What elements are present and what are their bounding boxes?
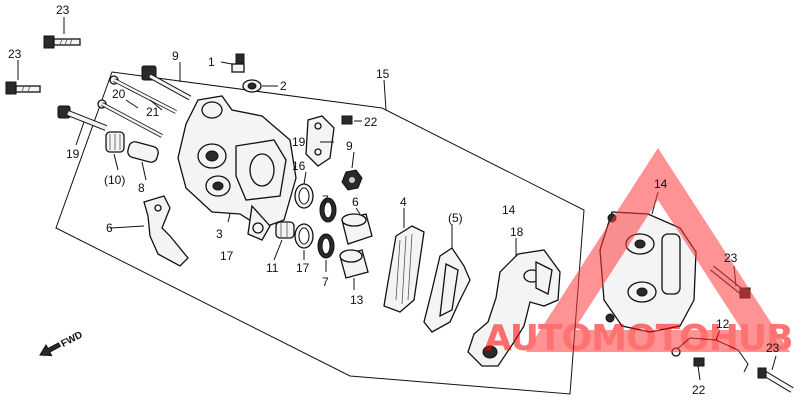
bolt-21: [57, 105, 108, 131]
callout-5: 3: [216, 227, 223, 241]
callout-15: 15: [376, 67, 390, 81]
callout-11: 8: [138, 181, 145, 195]
bolt-23-top: [43, 35, 81, 49]
callout-19: 20: [112, 87, 126, 101]
seal-17-lower: [294, 223, 314, 249]
callout-21: 19: [66, 147, 80, 161]
pad-spring-20: [305, 115, 335, 167]
caliper-bracket-18: [467, 249, 561, 367]
callout-labels: 23 23 1 2 9 15 20 21 22 19 9 19 16 (10) …: [8, 3, 780, 397]
callout-8: 6: [106, 221, 113, 235]
callout-6: 4: [400, 195, 407, 209]
pin-12: [141, 65, 192, 101]
callout-23: 23: [724, 251, 738, 265]
seal-17-upper: [294, 183, 314, 209]
watermark-triangle-logo: [526, 148, 790, 352]
callout-17: 17: [296, 261, 310, 275]
callout-14: (10): [104, 173, 125, 187]
callout-4: 14: [654, 177, 668, 191]
callout-2: 2: [280, 79, 287, 93]
seal-9-lower: [317, 233, 335, 259]
boot-14-left: [105, 131, 125, 153]
screw-22-top: [341, 115, 353, 125]
sleeve-11: [127, 141, 159, 163]
callout-16: 17: [220, 249, 234, 263]
caliper-body: [177, 95, 297, 241]
pin-19-lower: [97, 99, 163, 138]
callout-9: 7: [322, 193, 329, 207]
cap-2: [242, 79, 262, 93]
callout-19: 21: [146, 105, 160, 119]
callout-10: 14: [502, 203, 516, 217]
bolt-23-right-lower: [757, 367, 794, 393]
callout-18: 18: [510, 225, 524, 239]
screw-22-bottom: [693, 357, 705, 367]
callout-20: 19: [292, 135, 306, 149]
callout-13: 9: [346, 139, 353, 153]
callout-23: 23: [56, 3, 70, 17]
brake-pad-6-inner: [383, 225, 425, 313]
fwd-label: FWD: [59, 330, 84, 350]
callout-12: 9: [172, 49, 179, 63]
callout-3: 12: [716, 317, 730, 331]
brake-pad-6-outer: [423, 247, 471, 333]
nut-13: [341, 169, 363, 191]
boot-14-lower: [275, 221, 295, 239]
callout-22: 22: [692, 383, 706, 397]
pin-19-upper: [109, 75, 177, 114]
piston-7-upper: [341, 213, 373, 245]
callout-23: 23: [766, 341, 780, 355]
bracket-8: [143, 195, 189, 267]
callout-14: 11: [266, 261, 279, 275]
assembly-boundary: [55, 71, 585, 395]
callout-17: 16: [292, 159, 306, 173]
seal-9-upper: [319, 197, 337, 223]
callout-23: 23: [8, 47, 22, 61]
fwd-direction-arrow: FWD: [39, 330, 85, 357]
automotohub-watermark: AUTOMOTOHUB: [484, 148, 794, 359]
callout-9: 7: [322, 275, 329, 289]
callout-6: (5): [448, 211, 463, 225]
piston-7-lower: [339, 249, 369, 279]
leader-lines: [17, 17, 777, 381]
bolt-23-left: [5, 81, 41, 95]
callout-7: 6: [352, 195, 359, 209]
watermark-text: AUTOMOTOHUB: [484, 318, 793, 359]
bleeder-1: [231, 53, 245, 73]
callout-1: 1: [208, 55, 215, 69]
callout-22: 22: [364, 115, 378, 129]
callout-7: 13: [350, 293, 364, 307]
